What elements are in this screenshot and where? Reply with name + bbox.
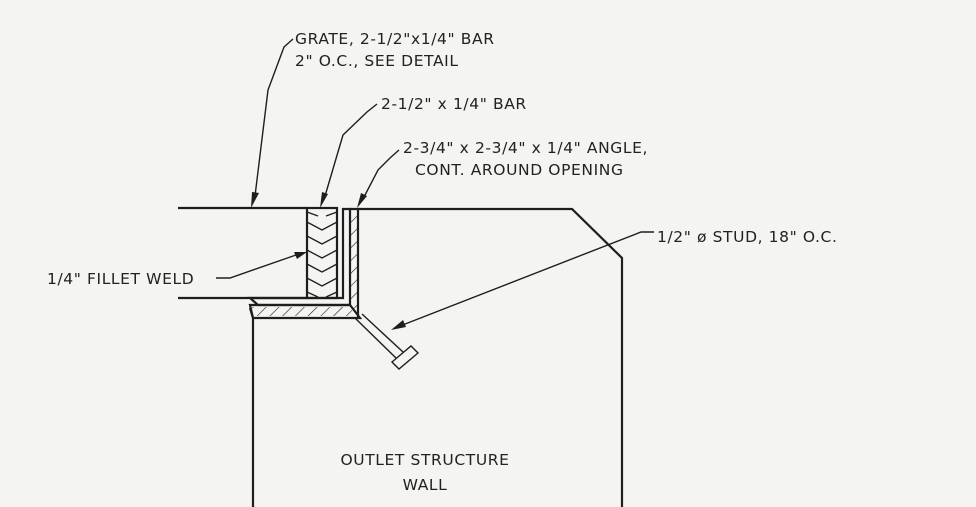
stud-label: 1/2" ø STUD, 18" O.C. xyxy=(657,228,837,246)
angle-label-line1: 2-3/4" x 2-3/4" x 1/4" ANGLE, xyxy=(403,139,648,157)
anchor-stud xyxy=(354,313,420,370)
wall-label-line2: WALL xyxy=(403,476,448,494)
weld-label: 1/4" FILLET WELD xyxy=(47,270,194,288)
bar-label: 2-1/2" x 1/4" BAR xyxy=(381,95,527,113)
bearing-bar xyxy=(305,206,339,300)
grate-label-line2: 2" O.C., SEE DETAIL xyxy=(295,52,459,70)
grate-label-line1: GRATE, 2-1/2"x1/4" BAR xyxy=(295,30,495,48)
angle-label-line2: CONT. AROUND OPENING xyxy=(415,161,624,179)
grate xyxy=(178,206,307,300)
leader-lines xyxy=(216,38,654,330)
wall-label-line1: OUTLET STRUCTURE xyxy=(340,451,509,469)
support-angle xyxy=(247,207,363,320)
